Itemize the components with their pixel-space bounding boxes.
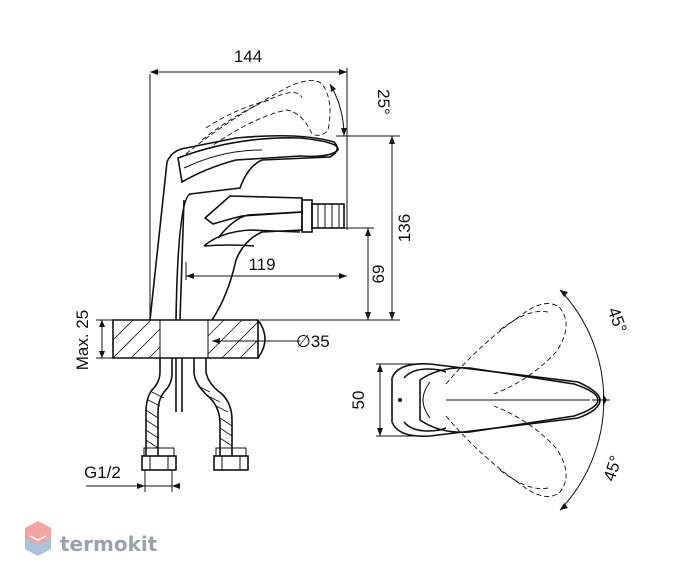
hole-diameter-label: ∅35 [296, 332, 330, 351]
spout-height-label: 69 [369, 265, 388, 284]
dimension-max-thickness: Max. 25 [73, 310, 113, 370]
mounting-surface [112, 319, 266, 359]
top-view: 45° 45° 50 [349, 289, 631, 511]
faucet-body [149, 134, 345, 321]
dimension-spout-reach: 119 [185, 255, 347, 280]
dimension-height-total: 136 [260, 135, 414, 321]
width-overall-label: 144 [234, 47, 262, 66]
max-thickness-label: Max. 25 [73, 310, 92, 370]
dimension-lever-angle: 25° [329, 83, 393, 137]
spout-reach-label: 119 [248, 255, 275, 274]
lever [177, 137, 339, 184]
dimension-hole-diameter: ∅35 [212, 332, 330, 351]
connection-thread-label: G1/2 [84, 463, 121, 482]
side-view: 144 25° 136 69 [73, 47, 414, 492]
brand-watermark: termokit [25, 521, 158, 556]
dimension-body-width: 50 [349, 363, 430, 437]
lever-raised-outline [185, 80, 331, 155]
body-width-label: 50 [349, 391, 368, 410]
lever-angle-label: 25° [374, 89, 393, 115]
dimension-connection-thread: G1/2 [84, 463, 180, 492]
height-total-label: 136 [395, 214, 414, 242]
rotation-lower-label: 45° [600, 453, 626, 483]
hexagon-logo-icon [25, 521, 51, 556]
dimension-width-overall: 144 [149, 47, 348, 320]
brand-name: termokit [60, 532, 158, 556]
dimension-spout-height: 69 [344, 227, 388, 320]
supply-hoses [141, 358, 249, 471]
rotation-upper-label: 45° [604, 305, 631, 336]
